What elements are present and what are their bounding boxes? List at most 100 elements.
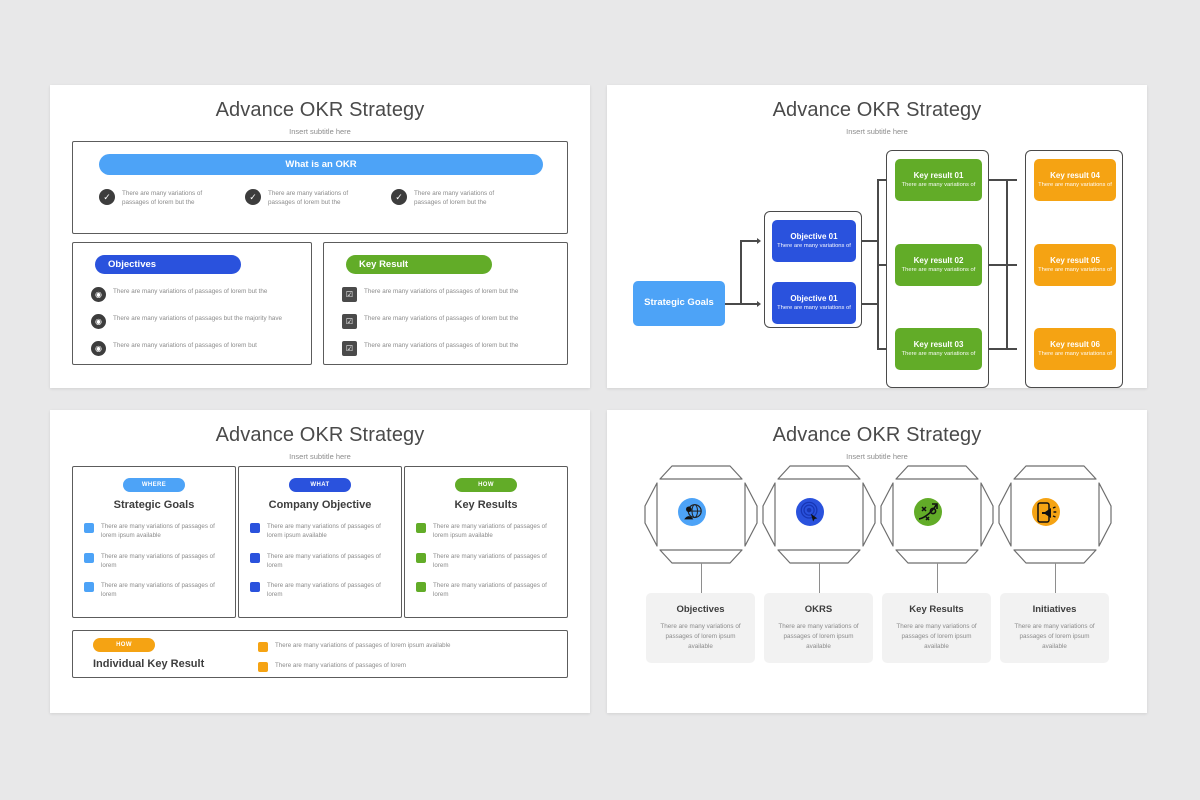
connector-line: [740, 240, 758, 242]
column-tag: HOW: [455, 478, 517, 492]
card-text: There are many variations of passages of…: [896, 623, 977, 650]
megaphone-phone-icon: [1032, 498, 1060, 526]
connector-stem: [1054, 563, 1056, 593]
connector-stem: [936, 563, 938, 593]
list-item-text: There are many variations of passages of…: [364, 315, 519, 322]
objectives-group: Objective 01 There are many variations o…: [764, 211, 862, 328]
key-result-node[interactable]: Key result 04 There are many variations …: [1034, 159, 1116, 201]
list-item: There are many variations of passages of…: [258, 661, 450, 672]
hexagon-cell-objectives[interactable]: [642, 462, 760, 593]
swatch-icon: [416, 552, 426, 563]
hexagon-frame-icon: [762, 465, 876, 564]
info-card-okrs[interactable]: OKRS There are many variations of passag…: [764, 593, 873, 663]
column-key-results: HOW Key Results There are many variation…: [404, 466, 568, 618]
globe-person-icon: [678, 498, 706, 526]
column-heading: Strategic Goals: [113, 499, 195, 511]
hexagon-cell-initiatives[interactable]: [996, 462, 1114, 593]
card-heading: Objectives: [676, 604, 725, 615]
individual-key-result-list: There are many variations of passages of…: [258, 641, 450, 672]
node-desc: There are many variations of: [777, 242, 851, 249]
strategy-arrow-icon: [914, 498, 942, 526]
card-text: There are many variations of passages of…: [660, 623, 741, 650]
node-title: Key result 03: [913, 339, 964, 349]
connector-line: [1006, 179, 1008, 349]
swatch-icon: [258, 642, 268, 652]
page-subtitle: Insert subtitle here: [289, 452, 351, 461]
slide-okr-overview[interactable]: Advance OKR Strategy Insert subtitle her…: [50, 85, 590, 388]
objectives-header: Objectives: [95, 255, 241, 274]
list-item-text: There are many variations of passages of…: [433, 582, 547, 599]
key-results-group-b: Key result 04 There are many variations …: [1025, 150, 1123, 388]
strategic-goals-node[interactable]: Strategic Goals: [633, 281, 725, 326]
key-result-node[interactable]: Key result 02 There are many variations …: [895, 244, 982, 286]
list-item-text: There are many variations of passages of…: [113, 342, 257, 349]
page-title: Advance OKR Strategy: [772, 424, 982, 446]
swatch-icon: [84, 582, 94, 593]
key-result-node[interactable]: Key result 05 There are many variations …: [1034, 244, 1116, 286]
connector-line: [877, 264, 887, 266]
list-item: ☑ There are many variations of passages …: [342, 314, 547, 329]
key-result-node[interactable]: Key result 03 There are many variations …: [895, 328, 982, 370]
page-subtitle: Insert subtitle here: [846, 452, 908, 461]
swatch-icon: [416, 582, 426, 593]
hexagon-cell-key-results[interactable]: [878, 462, 996, 593]
connector-arrow: [757, 237, 761, 244]
card-text: There are many variations of passages of…: [778, 623, 859, 650]
connector-arrow: [757, 300, 761, 307]
card-heading: Initiatives: [1032, 604, 1077, 615]
slide-okr-tree[interactable]: Advance OKR Strategy Insert subtitle her…: [607, 85, 1147, 388]
connector-line: [740, 240, 742, 305]
node-title: Objective 01: [790, 231, 838, 241]
node-desc: There are many variations of: [1038, 181, 1112, 188]
okr-item-text: There are many variations of passages of…: [268, 190, 349, 207]
list-item: There are many variations of passages of…: [73, 552, 235, 571]
hexagon-row: Objectives There are many variations of …: [607, 462, 1147, 713]
column-company-objective: WHAT Company Objective There are many va…: [238, 466, 402, 618]
node-title: Key result 02: [913, 255, 964, 265]
swatch-icon: [84, 552, 94, 563]
info-card-key-results[interactable]: Key Results There are many variations of…: [882, 593, 991, 663]
connector-line: [862, 303, 878, 305]
list-item: There are many variations of passages of…: [239, 522, 401, 541]
node-desc: There are many variations of: [901, 350, 976, 357]
objective-node[interactable]: Objective 01 There are many variations o…: [772, 282, 856, 324]
okr-item: ✓ There are many variations of passages …: [391, 189, 518, 208]
objective-node[interactable]: Objective 01 There are many variations o…: [772, 220, 856, 262]
target-badge-icon: ◉: [91, 341, 106, 356]
hexagon-cell-okrs[interactable]: [760, 462, 878, 593]
info-card-objectives[interactable]: Objectives There are many variations of …: [646, 593, 755, 663]
clipboard-check-icon: ☑: [342, 314, 357, 329]
target-cursor-icon: [796, 498, 824, 526]
hexagon-frame-icon: [644, 465, 758, 564]
connector-stem: [818, 563, 820, 593]
slide-okr-columns[interactable]: Advance OKR Strategy Insert subtitle her…: [50, 410, 590, 713]
connector-stem: [700, 563, 702, 593]
list-item: There are many variations of passages of…: [405, 522, 567, 541]
list-item: ☑ There are many variations of passages …: [342, 341, 547, 356]
slide-okr-hexagons[interactable]: Advance OKR Strategy Insert subtitle her…: [607, 410, 1147, 713]
objectives-panel: Objectives ◉ There are many variations o…: [72, 242, 312, 365]
list-item-text: There are many variations of passages of…: [267, 552, 381, 569]
key-results-group-a: Key result 01 There are many variations …: [886, 150, 989, 388]
column-tag: WHERE: [123, 478, 185, 492]
key-result-node[interactable]: Key result 01 There are many variations …: [895, 159, 982, 201]
list-item: ☑ There are many variations of passages …: [342, 287, 547, 302]
check-badge-icon: ✓: [391, 189, 407, 205]
node-desc: There are many variations of: [1038, 266, 1112, 273]
hexagon-frame-icon: [998, 465, 1112, 564]
list-item-text: There are many variations of passages of…: [101, 523, 215, 540]
target-badge-icon: ◉: [91, 314, 106, 329]
card-heading: OKRS: [804, 604, 833, 615]
node-desc: There are many variations of: [901, 181, 976, 188]
list-item-text: There are many variations of passages of…: [267, 523, 381, 540]
card-text: There are many variations of passages of…: [1014, 623, 1095, 650]
connector-line: [877, 348, 887, 350]
key-result-node[interactable]: Key result 06 There are many variations …: [1034, 328, 1116, 370]
okr-item: ✓ There are many variations of passages …: [99, 189, 226, 208]
list-item-text: There are many variations of passages of…: [101, 582, 215, 599]
info-card-initiatives[interactable]: Initiatives There are many variations of…: [1000, 593, 1109, 663]
strategy-arrow-glyph: [918, 503, 938, 521]
list-item-text: There are many variations of passages of…: [113, 288, 268, 295]
list-item-text: There are many variations of passages of…: [101, 552, 215, 569]
list-item: There are many variations of passages of…: [405, 581, 567, 600]
